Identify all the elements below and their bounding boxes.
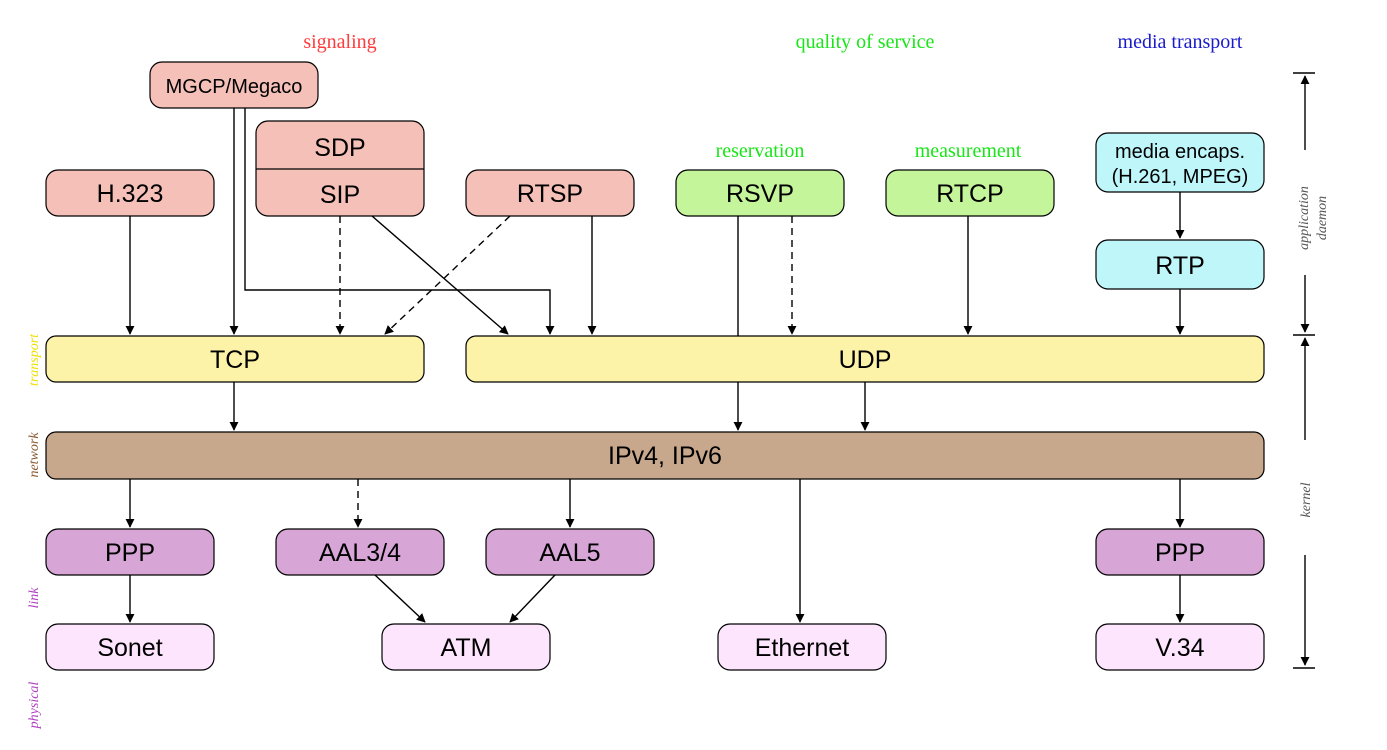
media-transport-header: media transport bbox=[1118, 31, 1243, 53]
qos-header: quality of service bbox=[796, 31, 935, 53]
aal34-label: AAL3/4 bbox=[319, 539, 401, 567]
sip-label: SIP bbox=[320, 181, 360, 209]
udp-label: UDP bbox=[839, 346, 892, 374]
ip-label: IPv4, IPv6 bbox=[608, 442, 722, 470]
media-encaps-label: media encaps. bbox=[1115, 141, 1245, 163]
v34-label: V.34 bbox=[1155, 634, 1204, 662]
tcp-box: TCP bbox=[45, 335, 425, 383]
ppp-right-label: PPP bbox=[1155, 539, 1205, 567]
aal5-box: AAL5 bbox=[485, 528, 655, 576]
reservation-header: reservation bbox=[716, 140, 805, 162]
ip-box: IPv4, IPv6 bbox=[45, 431, 1265, 480]
sonet-box: Sonet bbox=[45, 623, 215, 671]
v34-box: V.34 bbox=[1095, 623, 1265, 671]
physical-layer-label: physical bbox=[27, 682, 42, 730]
ethernet-box: Ethernet bbox=[717, 623, 887, 671]
sdp-sip-box: SDP SIP bbox=[255, 120, 425, 217]
connectors bbox=[125, 108, 1185, 623]
rtsp-label: RTSP bbox=[517, 180, 583, 208]
mgcp-megaco-label: MGCP/Megaco bbox=[166, 76, 303, 98]
media-encaps-box: media encaps. (H.261, MPEG) bbox=[1095, 132, 1265, 193]
ethernet-label: Ethernet bbox=[755, 634, 850, 662]
rtcp-box: RTCP bbox=[885, 169, 1055, 217]
h323-box: H.323 bbox=[45, 169, 215, 217]
kernel-label: kernel bbox=[1299, 482, 1314, 517]
rsvp-box: RSVP bbox=[675, 169, 845, 217]
rtcp-label: RTCP bbox=[936, 180, 1004, 208]
sdp-label: SDP bbox=[314, 134, 365, 162]
rsvp-label: RSVP bbox=[726, 180, 794, 208]
tcp-label: TCP bbox=[210, 346, 260, 374]
media-encaps-codecs-label: (H.261, MPEG) bbox=[1112, 166, 1249, 188]
rtp-label: RTP bbox=[1155, 252, 1205, 280]
atm-box: ATM bbox=[381, 623, 551, 671]
ppp-left-box: PPP bbox=[45, 528, 215, 576]
ppp-left-label: PPP bbox=[105, 539, 155, 567]
application-label: application bbox=[1297, 186, 1312, 250]
udp-box: UDP bbox=[465, 335, 1265, 383]
rtp-box: RTP bbox=[1095, 239, 1265, 290]
ppp-right-box: PPP bbox=[1095, 528, 1265, 576]
rtsp-box: RTSP bbox=[465, 169, 635, 217]
mgcp-megaco-box: MGCP/Megaco bbox=[149, 61, 319, 109]
h323-label: H.323 bbox=[97, 180, 164, 208]
network-layer-label: network bbox=[27, 432, 42, 478]
signaling-header: signaling bbox=[303, 31, 376, 53]
transport-layer-label: transport bbox=[27, 333, 42, 386]
right-bracket bbox=[1293, 72, 1315, 669]
aal34-box: AAL3/4 bbox=[275, 528, 445, 576]
measurement-header: measurement bbox=[915, 140, 1022, 162]
link-layer-label: link bbox=[27, 587, 42, 609]
atm-label: ATM bbox=[441, 634, 492, 662]
sonet-label: Sonet bbox=[97, 634, 162, 662]
aal5-label: AAL5 bbox=[539, 539, 600, 567]
daemon-label: daemon bbox=[1315, 196, 1330, 240]
